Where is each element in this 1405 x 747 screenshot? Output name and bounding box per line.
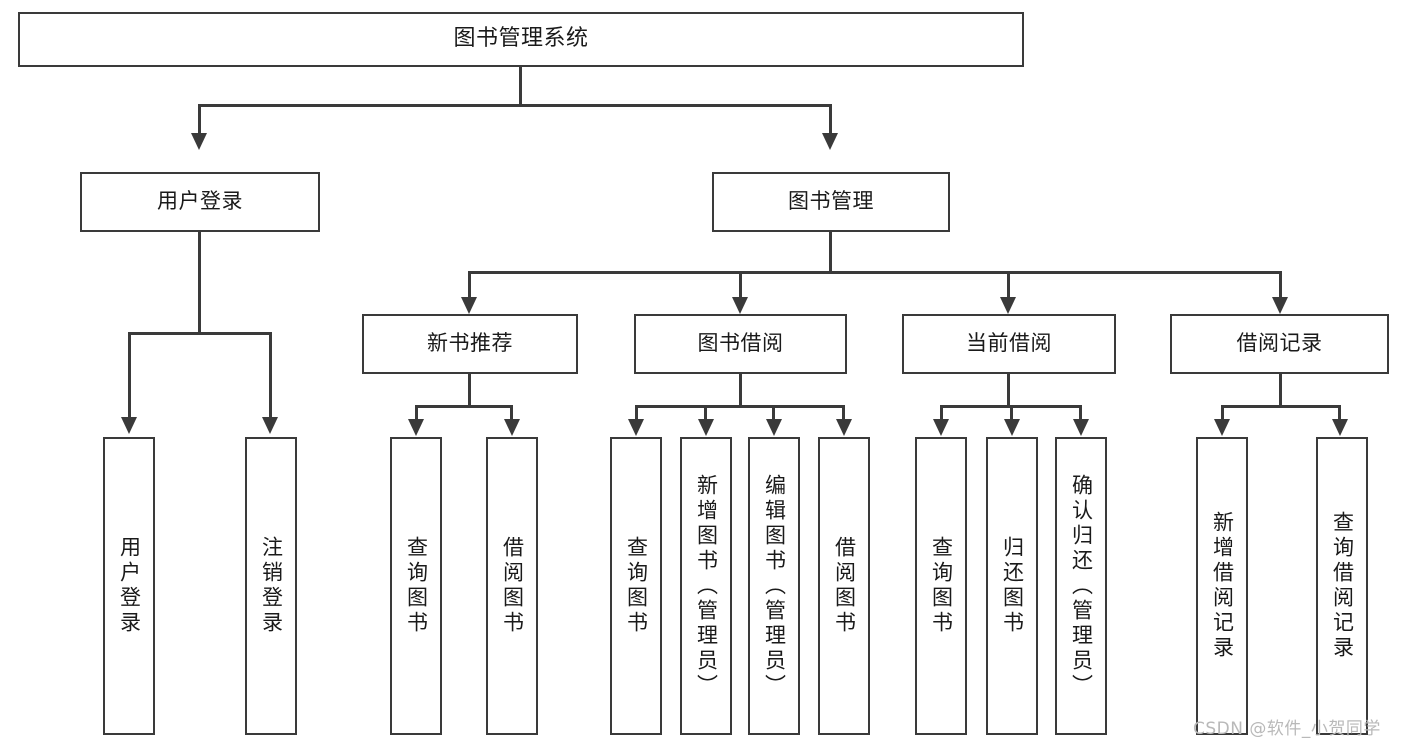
node-leaf-rec-borrow-label: 借阅图书	[500, 536, 525, 636]
node-leaf-rec-query[interactable]: 查询图书	[390, 437, 442, 735]
node-new-book-rec-label: 新书推荐	[427, 331, 513, 356]
connector-book-manage-to-current-borrow	[1007, 271, 1010, 297]
connector-book-borrow-c1	[635, 405, 638, 420]
arrow-to-leaf-user-login	[121, 417, 137, 434]
arrow-to-leaf-rec-borrow	[504, 419, 520, 436]
connector-borrow-record-right	[1338, 405, 1341, 420]
arrow-to-leaf-bb-borrow	[836, 419, 852, 436]
node-leaf-bb-borrow-label: 借阅图书	[832, 536, 857, 636]
arrow-to-leaf-cb-return	[1004, 419, 1020, 436]
node-leaf-rec-query-label: 查询图书	[404, 536, 429, 636]
connector-current-borrow-stem	[1007, 374, 1010, 408]
connector-user-login-right	[269, 332, 272, 417]
node-leaf-bb-edit-label: 编辑图书（管理员）	[762, 473, 787, 699]
node-leaf-user-logout-label: 注销登录	[259, 536, 284, 636]
arrow-to-leaf-rec-query	[408, 419, 424, 436]
connector-new-book-rec-right	[510, 405, 513, 420]
arrow-to-leaf-bb-add	[698, 419, 714, 436]
arrow-to-leaf-user-logout	[262, 417, 278, 434]
connector-root-stem	[519, 67, 522, 106]
arrow-to-new-book-rec	[461, 297, 477, 314]
node-leaf-cb-return[interactable]: 归还图书	[986, 437, 1038, 735]
connector-book-manage-to-book-borrow	[739, 271, 742, 297]
node-leaf-bb-edit[interactable]: 编辑图书（管理员）	[748, 437, 800, 735]
arrow-to-leaf-cb-confirm	[1073, 419, 1089, 436]
node-current-borrow-label: 当前借阅	[966, 331, 1052, 356]
node-book-borrow-label: 图书借阅	[697, 331, 784, 356]
node-leaf-br-add-label: 新增借阅记录	[1210, 511, 1235, 661]
node-leaf-cb-query-label: 查询图书	[929, 536, 954, 636]
node-user-login-label: 用户登录	[157, 189, 243, 214]
connector-root-to-book-manage	[829, 104, 832, 133]
node-leaf-cb-return-label: 归还图书	[1000, 536, 1025, 636]
node-new-book-rec[interactable]: 新书推荐	[362, 314, 578, 374]
node-leaf-br-add[interactable]: 新增借阅记录	[1196, 437, 1248, 735]
connector-book-borrow-c2	[704, 405, 707, 420]
node-leaf-user-login[interactable]: 用户登录	[103, 437, 155, 735]
connector-book-manage-bus	[468, 271, 1282, 274]
connector-new-book-rec-left	[415, 405, 418, 420]
node-root-label: 图书管理系统	[453, 26, 589, 52]
node-book-manage[interactable]: 图书管理	[712, 172, 950, 232]
arrow-to-leaf-br-add	[1214, 419, 1230, 436]
node-book-manage-label: 图书管理	[788, 189, 874, 214]
node-borrow-record[interactable]: 借阅记录	[1170, 314, 1389, 374]
node-leaf-bb-add[interactable]: 新增图书（管理员）	[680, 437, 732, 735]
node-leaf-user-login-label: 用户登录	[117, 536, 142, 636]
connector-book-manage-stem	[829, 232, 832, 274]
connector-root-to-user-login	[198, 104, 201, 133]
node-leaf-cb-confirm-label: 确认归还（管理员）	[1069, 473, 1094, 699]
arrow-to-current-borrow	[1000, 297, 1016, 314]
node-user-login[interactable]: 用户登录	[80, 172, 320, 232]
node-leaf-bb-borrow[interactable]: 借阅图书	[818, 437, 870, 735]
node-current-borrow[interactable]: 当前借阅	[902, 314, 1116, 374]
arrow-to-borrow-record	[1272, 297, 1288, 314]
node-leaf-cb-confirm[interactable]: 确认归还（管理员）	[1055, 437, 1107, 735]
connector-borrow-record-bus	[1221, 405, 1341, 408]
connector-current-borrow-c3	[1079, 405, 1082, 420]
node-book-borrow[interactable]: 图书借阅	[634, 314, 847, 374]
connector-new-book-rec-bus	[415, 405, 513, 408]
connector-book-borrow-stem	[739, 374, 742, 408]
node-leaf-cb-query[interactable]: 查询图书	[915, 437, 967, 735]
node-leaf-br-query-label: 查询借阅记录	[1330, 511, 1355, 661]
connector-borrow-record-stem	[1279, 374, 1282, 408]
connector-book-borrow-c4	[842, 405, 845, 420]
connector-book-borrow-c3	[772, 405, 775, 420]
arrow-to-book-borrow	[732, 297, 748, 314]
node-leaf-bb-query[interactable]: 查询图书	[610, 437, 662, 735]
arrow-to-leaf-br-query	[1332, 419, 1348, 436]
node-root[interactable]: 图书管理系统	[18, 12, 1024, 67]
arrow-to-leaf-cb-query	[933, 419, 949, 436]
connector-borrow-record-left	[1221, 405, 1224, 420]
node-leaf-br-query[interactable]: 查询借阅记录	[1316, 437, 1368, 735]
arrow-to-leaf-bb-edit	[766, 419, 782, 436]
arrow-root-to-user-login	[191, 133, 207, 150]
connector-current-borrow-c2	[1010, 405, 1013, 420]
node-leaf-rec-borrow[interactable]: 借阅图书	[486, 437, 538, 735]
connector-user-login-left	[128, 332, 131, 417]
node-leaf-user-logout[interactable]: 注销登录	[245, 437, 297, 735]
node-leaf-bb-add-label: 新增图书（管理员）	[694, 473, 719, 699]
connector-book-manage-to-new-book-rec	[468, 271, 471, 297]
arrow-root-to-book-manage	[822, 133, 838, 150]
node-borrow-record-label: 借阅记录	[1236, 331, 1323, 356]
node-leaf-bb-query-label: 查询图书	[624, 536, 649, 636]
connector-user-login-bus	[128, 332, 271, 335]
arrow-to-leaf-bb-query	[628, 419, 644, 436]
connector-current-borrow-c1	[940, 405, 943, 420]
connector-root-bus	[198, 104, 832, 107]
connector-new-book-rec-stem	[468, 374, 471, 408]
connector-book-manage-to-borrow-record	[1279, 271, 1282, 297]
connector-user-login-stem	[198, 232, 201, 335]
connector-book-borrow-bus	[635, 405, 844, 408]
